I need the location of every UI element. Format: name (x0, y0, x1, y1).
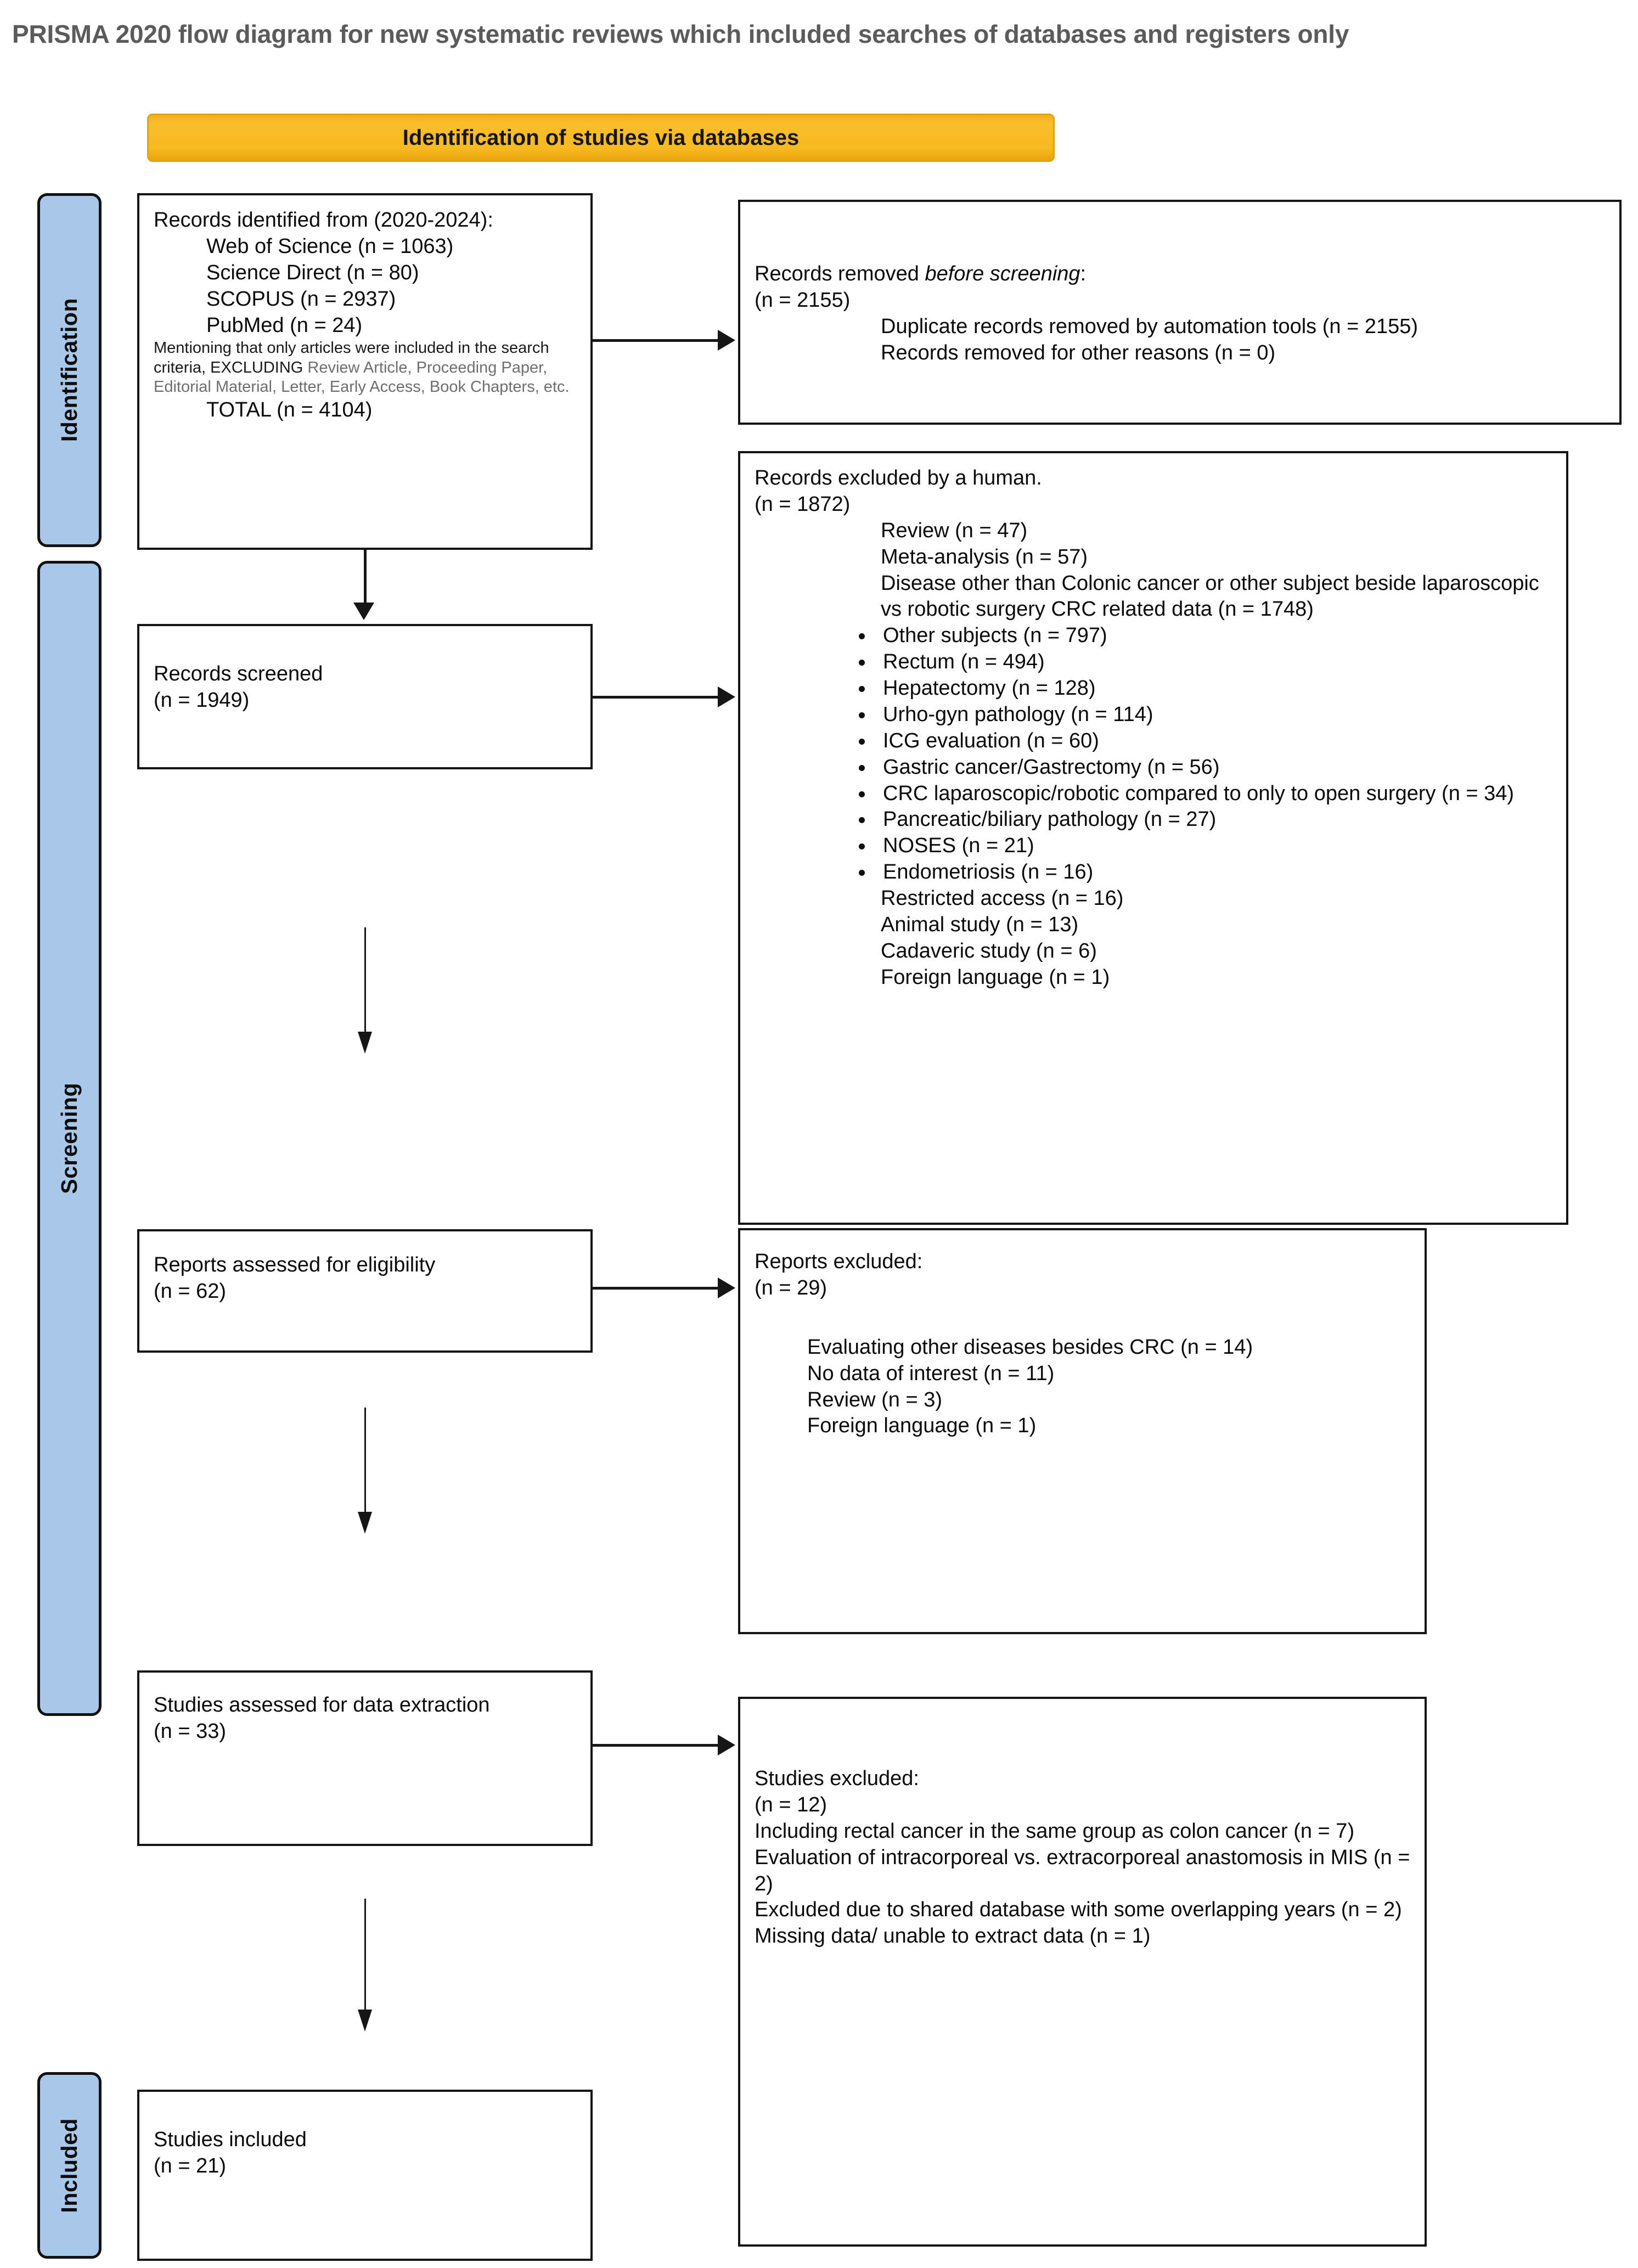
excluded-human-reason-meta-analysis: Meta-analysis (n = 57) (881, 545, 1088, 569)
arrowhead-eligibility-to-reports-excluded (718, 1277, 735, 1298)
reports-eligibility-count: (n = 62) (154, 1279, 227, 1303)
stage-bar-screening: Screening (37, 561, 102, 1716)
studies-excluded-heading: Studies excluded: (755, 1767, 919, 1790)
list-item: Rectum (n = 494) (854, 649, 1552, 676)
excluded-human-foreign-language: Foreign language (n = 1) (881, 965, 1110, 989)
arrowhead-identified-to-screened (353, 603, 374, 620)
reports-excluded-heading: Reports excluded: (755, 1250, 923, 1273)
connector-data-extraction-to-studies-excluded (593, 1744, 722, 1747)
reports-excluded-no-data: No data of interest (n = 11) (807, 1361, 1055, 1385)
reports-excluded-other-diseases: Evaluating other diseases besides CRC (n… (807, 1335, 1253, 1359)
box-records-screened: Records screened (n = 1949) (137, 624, 593, 769)
list-item: Gastric cancer/Gastrectomy (n = 56) (854, 755, 1552, 781)
box-records-identified: Records identified from (2020-2024): Web… (137, 193, 593, 550)
records-removed-heading: Records removed before screening: (755, 261, 1605, 288)
studies-excluded-rectal-cancer: Including rectal cancer in the same grou… (755, 1819, 1355, 1843)
studies-excluded-missing-data: Missing data/ unable to extract data (n … (755, 1924, 1151, 1948)
excluded-human-count: (n = 1872) (755, 492, 851, 516)
stage-label-screening: Screening (57, 1083, 82, 1194)
box-records-excluded-by-human: Records excluded by a human. (n = 1872) … (738, 451, 1568, 1225)
records-identified-note-faded: Review Article, Proceeding Paper, Editor… (154, 358, 570, 396)
records-screened-heading: Records screened (154, 662, 323, 685)
reports-excluded-count: (n = 29) (755, 1276, 828, 1299)
identification-banner-label: Identification of studies via databases (402, 125, 800, 150)
records-identified-note-strong: Mentioning that only articles were inclu… (154, 339, 549, 376)
stage-bar-identification: Identification (37, 193, 102, 547)
list-item: Urho-gyn pathology (n = 114) (854, 702, 1552, 728)
records-identified-heading: Records identified from (2020-2024): (154, 209, 493, 232)
source-pubmed: PubMed (n = 24) (206, 313, 363, 337)
list-item: Pancreatic/biliary pathology (n = 27) (854, 807, 1552, 833)
excluded-human-cadaveric-study: Cadaveric study (n = 6) (881, 939, 1097, 963)
records-removed-other: Records removed for other reasons (n = 0… (881, 341, 1276, 364)
box-studies-assessed-for-data-extraction: Studies assessed for data extraction (n … (137, 1670, 593, 1846)
excluded-human-reason-review: Review (n = 47) (881, 519, 1028, 542)
excluded-human-restricted-access: Restricted access (n = 16) (881, 887, 1124, 910)
connector-data-extraction-to-included (364, 1899, 366, 2017)
stage-label-identification: Identification (57, 298, 82, 442)
box-studies-excluded: Studies excluded: (n = 12) Including rec… (738, 1697, 1427, 2247)
connector-eligibility-to-reports-excluded (593, 1287, 722, 1290)
arrowhead-screened-to-excluded (718, 686, 735, 707)
arrowhead-identified-to-removed (718, 330, 735, 351)
source-web-of-science: Web of Science (n = 1063) (206, 234, 454, 258)
box-reports-assessed-for-eligibility: Reports assessed for eligibility (n = 62… (137, 1229, 593, 1353)
excluded-human-bullet-list: Other subjects (n = 797) Rectum (n = 494… (755, 623, 1552, 886)
reports-excluded-review: Review (n = 3) (807, 1388, 943, 1411)
connector-screened-to-eligibility (364, 927, 366, 1040)
arrowhead-data-extraction-to-included (358, 2010, 372, 2031)
list-item: Endometriosis (n = 16) (854, 859, 1552, 886)
records-removed-count: (n = 2155) (755, 288, 851, 312)
stage-bar-included: Included (37, 2072, 102, 2259)
arrowhead-eligibility-to-data-extraction (358, 1512, 372, 1534)
studies-included-count: (n = 21) (154, 2154, 227, 2177)
studies-data-extraction-heading: Studies assessed for data extraction (154, 1693, 490, 1717)
records-identified-total: TOTAL (n = 4104) (206, 398, 373, 421)
arrowhead-screened-to-eligibility (358, 1032, 372, 1054)
studies-excluded-count: (n = 12) (755, 1793, 828, 1816)
list-item: NOSES (n = 21) (854, 833, 1552, 859)
connector-screened-to-excluded (593, 696, 722, 699)
source-science-direct: Science Direct (n = 80) (206, 261, 419, 284)
list-item: CRC laparoscopic/robotic compared to onl… (854, 781, 1552, 807)
box-reports-excluded: Reports excluded: (n = 29) Evaluating ot… (738, 1228, 1427, 1634)
list-item: ICG evaluation (n = 60) (854, 728, 1552, 755)
source-scopus: SCOPUS (n = 2937) (206, 287, 396, 311)
identification-banner: Identification of studies via databases (147, 114, 1055, 162)
box-studies-included: Studies included (n = 21) (137, 2090, 593, 2261)
excluded-human-reason-disease-other: Disease other than Colonic cancer or oth… (881, 571, 1539, 621)
reports-excluded-foreign-language: Foreign language (n = 1) (807, 1414, 1037, 1438)
studies-data-extraction-count: (n = 33) (154, 1719, 227, 1743)
studies-included-heading: Studies included (154, 2128, 307, 2151)
reports-eligibility-heading: Reports assessed for eligibility (154, 1253, 436, 1276)
connector-identified-to-screened (364, 550, 367, 605)
records-removed-heading-lead: Records removed (755, 262, 919, 285)
records-removed-duplicates: Duplicate records removed by automation … (881, 314, 1419, 338)
list-item: Other subjects (n = 797) (854, 623, 1552, 649)
connector-identified-to-removed (593, 339, 722, 342)
box-records-removed-before-screening: Records removed before screening: (n = 2… (738, 200, 1622, 425)
studies-excluded-anastomosis: Evaluation of intracorporeal vs. extraco… (755, 1845, 1410, 1895)
list-item: Hepatectomy (n = 128) (854, 676, 1552, 702)
records-identified-note: Mentioning that only articles were inclu… (154, 339, 576, 397)
excluded-human-heading: Records excluded by a human. (755, 466, 1042, 489)
arrowhead-data-extraction-to-studies-excluded (718, 1735, 735, 1755)
records-removed-heading-italic: before screening (925, 262, 1080, 285)
records-removed-heading-tail: : (1080, 262, 1087, 285)
stage-label-included: Included (57, 2118, 82, 2213)
connector-eligibility-to-data-extraction (364, 1408, 366, 1520)
page-title: PRISMA 2020 flow diagram for new systema… (12, 20, 1349, 48)
records-screened-count: (n = 1949) (154, 688, 250, 712)
excluded-human-animal-study: Animal study (n = 13) (881, 913, 1079, 936)
studies-excluded-shared-database: Excluded due to shared database with som… (755, 1898, 1402, 1922)
